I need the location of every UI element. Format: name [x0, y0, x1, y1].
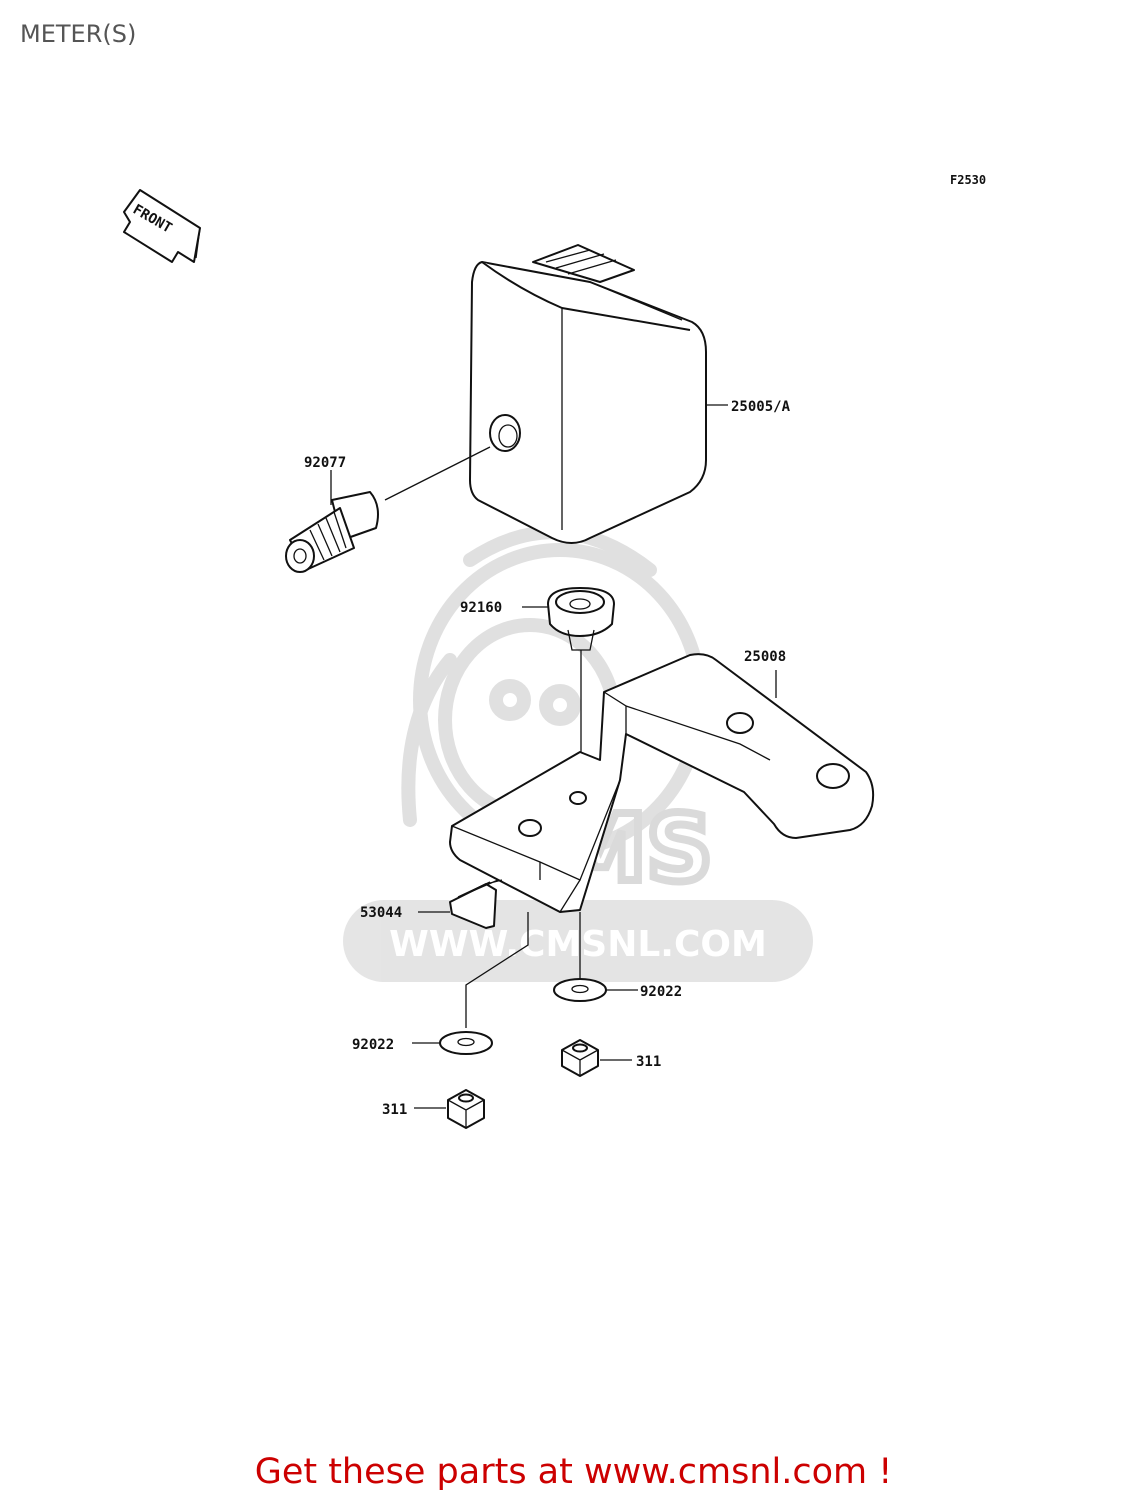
nut-right[interactable]	[561, 1039, 599, 1077]
callout-washer-left: 92022	[352, 1037, 394, 1053]
front-arrow: FRONT	[123, 189, 201, 263]
speedometer-gear[interactable]	[285, 491, 379, 573]
callout-washer-right: 92022	[640, 984, 682, 1000]
callout-grommet: 92160	[460, 600, 502, 616]
get-parts-link[interactable]: Get these parts at www.cmsnl.com !	[254, 1452, 893, 1492]
callout-bracket: 25008	[744, 649, 786, 665]
callout-nut-right: 311	[636, 1054, 661, 1070]
watermark-url-bar	[343, 900, 813, 982]
callout-meter-assy: 25005/A	[731, 399, 791, 415]
page-title: METER(S)	[20, 20, 137, 48]
watermark-url: WWW.CMSNL.COM	[389, 924, 767, 965]
washer-left[interactable]	[439, 1031, 493, 1055]
callout-gear: 92077	[304, 455, 346, 471]
parts-diagram: CMS WWW.CMSNL.COM F2530 FRONT 25005/A 92…	[123, 173, 986, 1129]
nut-left[interactable]	[447, 1089, 485, 1129]
callout-clip: 53044	[360, 905, 402, 921]
leader-bracket-to-left-washer	[465, 912, 529, 1028]
meter-assembly[interactable]	[469, 244, 707, 544]
grommet[interactable]	[547, 587, 615, 651]
leader-gear-to-meter	[384, 446, 491, 501]
meter-bracket[interactable]	[449, 653, 875, 913]
figure-code: F2530	[950, 173, 986, 187]
clip[interactable]	[449, 879, 503, 929]
washer-right[interactable]	[553, 978, 607, 1002]
callout-nut-left: 311	[382, 1102, 407, 1118]
